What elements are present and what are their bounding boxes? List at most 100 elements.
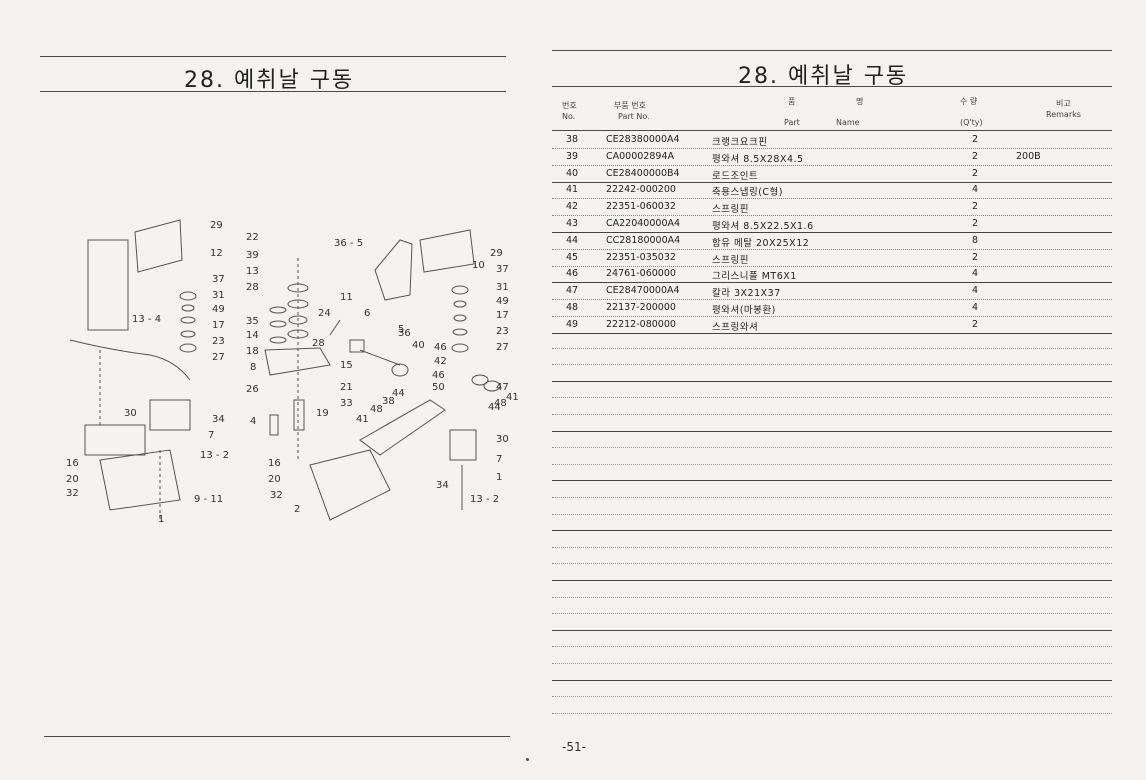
callout-number: 10	[472, 260, 485, 271]
header-no-ko: 번호	[562, 101, 577, 110]
quantity: 4	[972, 184, 979, 196]
row-rule	[552, 215, 1112, 217]
header-no-en: No.	[562, 112, 576, 121]
callout-number: 22	[246, 232, 259, 243]
callout-number: 20	[268, 474, 281, 485]
bottom-rule	[44, 736, 510, 737]
callout-number: 40	[412, 340, 425, 351]
part-number: CE28400000B4	[606, 167, 680, 179]
callout-number: 14	[246, 330, 259, 341]
blank-rule	[552, 663, 1112, 664]
header-name-en: Name	[836, 118, 860, 127]
callout-number: 28	[312, 338, 325, 349]
remarks: 200B	[1016, 150, 1041, 162]
part-number: 24761-060000	[606, 268, 676, 280]
part-number: CE28470000A4	[606, 285, 680, 297]
callout-number: 17	[496, 310, 509, 321]
blank-rule	[552, 364, 1112, 366]
callout-number: 42	[434, 356, 447, 367]
quantity: 2	[972, 134, 979, 145]
callout-number: 16	[66, 458, 79, 469]
header-part-ko: 부품 번호	[614, 101, 646, 110]
callout-number: 31	[212, 290, 225, 301]
row-rule	[552, 282, 1112, 284]
part-number: CA00002894A	[606, 150, 674, 162]
callout-number: 26	[246, 384, 259, 395]
part-name: 축용스냅링(C형)	[712, 187, 783, 199]
blank-rule	[552, 513, 1112, 515]
row-rule	[552, 265, 1112, 267]
row-rule	[552, 248, 1112, 250]
cover-shape	[134, 219, 183, 273]
part-number: 22351-035032	[606, 251, 676, 263]
blank-rule	[552, 430, 1112, 432]
blank-rule	[552, 696, 1112, 698]
header-name-part: Part	[784, 118, 800, 127]
callout-number: 29	[210, 220, 223, 231]
callout-number: 13 - 4	[132, 314, 161, 325]
callout-number: 20	[66, 474, 79, 485]
part-number: 22242-000200	[606, 184, 676, 196]
callout-number: 41	[506, 392, 519, 403]
page-title: 28. 예취날 구동	[184, 68, 355, 93]
callout-number: 34	[212, 414, 225, 425]
callout-number: 36	[398, 328, 411, 339]
blank-rule	[552, 679, 1112, 681]
quantity: 2	[972, 218, 979, 229]
callout-number: 27	[496, 342, 509, 353]
part-name: 스프링와셔	[712, 321, 759, 333]
row-rule	[552, 148, 1112, 149]
callout-number: 46	[432, 370, 445, 381]
blank-rule	[552, 546, 1112, 548]
part-name: 로드조인트	[712, 170, 759, 182]
part-no-index: 40	[566, 167, 579, 179]
blank-rule	[552, 563, 1112, 565]
callout-number: 30	[124, 408, 137, 419]
part-number: CA22040000A4	[606, 218, 681, 229]
part-no-index: 48	[566, 302, 579, 313]
callout-number: 1	[158, 514, 164, 525]
part-name: 스프링핀	[712, 204, 749, 216]
blank-rule	[552, 629, 1112, 631]
callout-number: 33	[340, 398, 353, 409]
blank-rule	[552, 497, 1112, 498]
header-part-en: Part No.	[618, 112, 650, 121]
callout-number: 15	[340, 360, 353, 371]
callout-number: 35	[246, 316, 259, 327]
callout-number: 21	[340, 382, 353, 393]
header-remarks-ko: 비고	[1056, 99, 1071, 108]
row-rule	[552, 299, 1112, 301]
callout-number: 9 - 11	[194, 494, 223, 505]
page-number: -51-	[562, 740, 586, 754]
part-no-index: 41	[566, 184, 579, 196]
callout-number: 13	[246, 266, 259, 277]
part-no-index: 38	[566, 134, 579, 145]
part-name: 그리스니플 MT6X1	[712, 271, 797, 283]
callout-number: 5	[398, 324, 404, 335]
blank-rule	[552, 380, 1112, 382]
blank-rule	[552, 530, 1112, 532]
header-qty-en: (Q'ty)	[960, 118, 983, 127]
arm-shape	[374, 239, 413, 301]
row-rule	[552, 316, 1112, 317]
callout-number: 1	[496, 472, 502, 483]
blank-rule	[552, 596, 1112, 598]
callout-number: 4	[250, 416, 256, 427]
part-number: 22351-060032	[606, 201, 676, 213]
part-no-index: 43	[566, 218, 579, 229]
quantity: 4	[972, 268, 979, 280]
row-rule	[552, 232, 1112, 233]
row-rule	[552, 198, 1112, 200]
part-number: 22137-200000	[606, 302, 676, 313]
quantity: 2	[972, 318, 979, 330]
callout-number: 31	[496, 282, 509, 293]
quantity: 2	[972, 167, 979, 179]
callout-number: 47	[496, 382, 509, 393]
quantity: 2	[972, 251, 979, 263]
header-qty-ko: 수 량	[960, 97, 978, 106]
